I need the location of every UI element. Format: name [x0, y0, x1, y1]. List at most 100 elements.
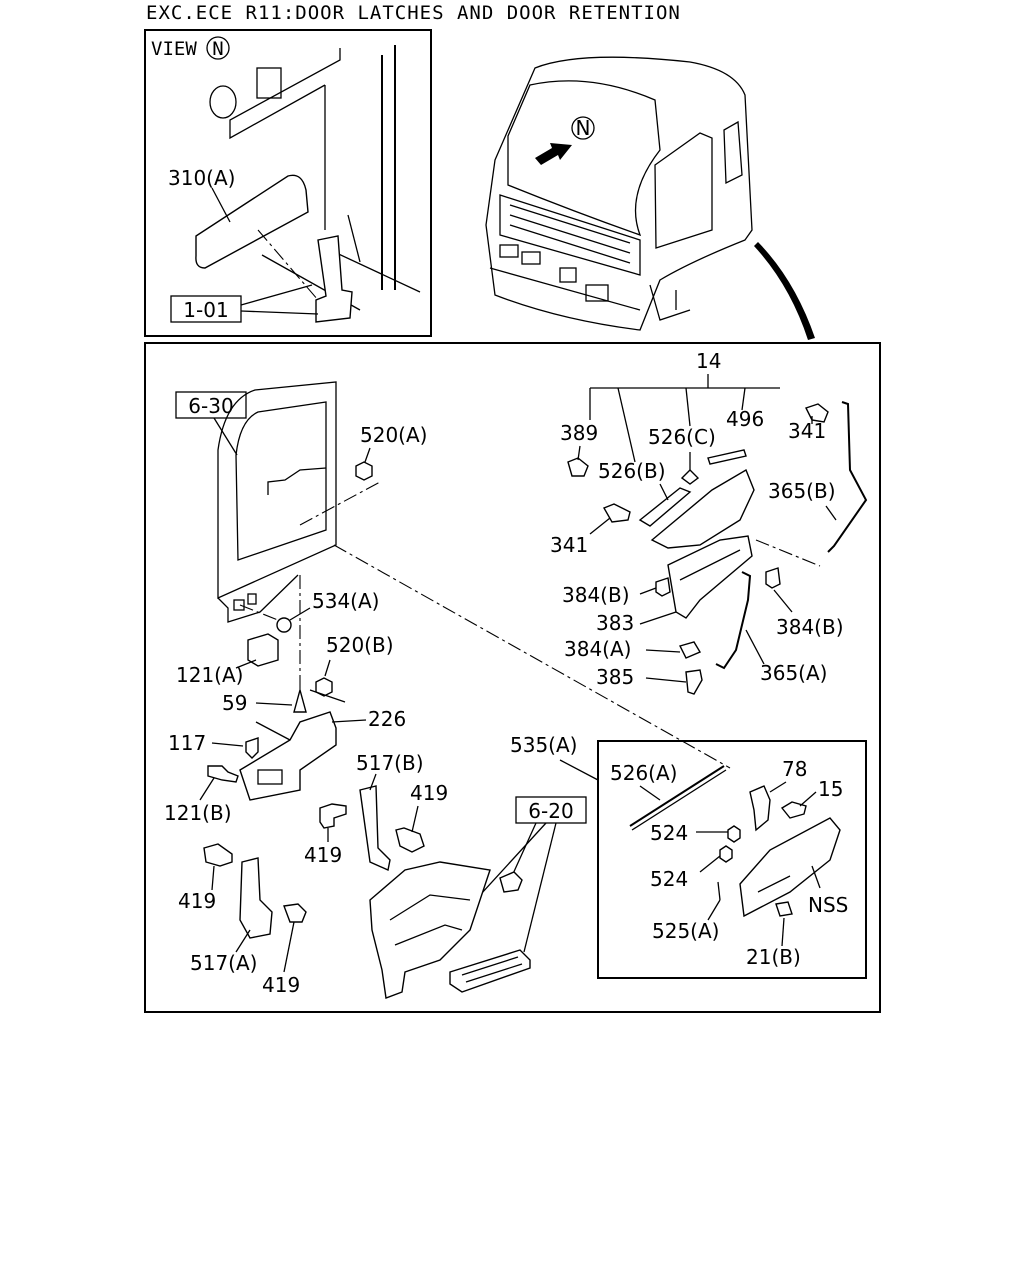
leader-78: [769, 781, 787, 793]
callout-365a: 365(A): [760, 661, 827, 685]
leader-341b: [589, 517, 611, 535]
callout-14: 14: [696, 349, 721, 373]
leader-14-496: [741, 387, 746, 411]
door-panel: [217, 381, 337, 600]
dash-520a: [299, 481, 381, 526]
callout-389: 389: [560, 421, 598, 445]
main-detail-panel: 6-30 520(A) 534(A) 121(A) 520(B) 59: [144, 342, 881, 1013]
ref-1-01: 1-01: [183, 298, 228, 322]
leader-419b: [411, 805, 419, 833]
sill-edge-2: [329, 249, 421, 293]
view-marker-circle: [206, 36, 230, 60]
callout-526b: 526(B): [598, 459, 666, 483]
clip-526c: [680, 469, 700, 485]
nut-524-a: [727, 825, 741, 843]
view-direction-arrow-icon: [535, 143, 572, 165]
leader-526b: [659, 483, 669, 501]
cab-body-outline: [485, 56, 753, 331]
nut-524-b: [719, 845, 733, 863]
step-tread: [449, 949, 531, 993]
door-window-frame: [235, 401, 327, 561]
callout-384b1: 384(B): [562, 583, 630, 607]
leader-6-30: [213, 417, 238, 456]
leader-226: [331, 719, 367, 723]
clip-384b-1: [655, 577, 671, 597]
screw-389: [567, 457, 589, 477]
callout-419a: 419: [304, 843, 342, 867]
subpanel-535a: [597, 740, 867, 979]
door-check-cover: [650, 468, 755, 549]
label-plate-310a: [195, 174, 309, 269]
rod-365a: [715, 571, 752, 670]
callout-524b: 524: [650, 867, 688, 891]
nut-520a: [355, 461, 373, 481]
bracket-78: [749, 785, 771, 832]
striker-dashline: [257, 229, 319, 301]
headlamp-left-1: [499, 244, 519, 258]
leader-384a: [645, 649, 681, 653]
leader-419d: [283, 921, 295, 973]
ref-box-6-30: [175, 391, 247, 419]
bolt-419-d: [283, 903, 307, 923]
leader-121a: [235, 659, 257, 669]
callout-nss: NSS: [808, 893, 848, 917]
ref-6-20: 6-20: [528, 799, 573, 823]
callout-21b: 21(B): [746, 945, 801, 969]
bolt-419-a: [319, 803, 347, 829]
main-panel-frame: [144, 342, 881, 1013]
leader-21b: [781, 917, 785, 947]
bolt-121b: [207, 765, 239, 783]
callout-121a: 121(A): [176, 663, 243, 687]
callout-517a: 517(A): [190, 951, 257, 975]
door-hole: [209, 85, 237, 119]
pad-496: [707, 449, 747, 465]
door-hole-square: [256, 67, 282, 99]
callout-383: 383: [596, 611, 634, 635]
door-lower-edge: [217, 574, 299, 623]
callout-419c: 419: [178, 889, 216, 913]
callout-341a: 341: [788, 419, 826, 443]
windshield: [507, 80, 661, 237]
leader-nss: [811, 865, 821, 889]
step-assembly-6-20: [369, 861, 491, 999]
bolt-419-b: [395, 827, 425, 853]
clip-384b-2: [765, 567, 781, 589]
rod-365b: [827, 401, 868, 553]
dash-365b: [755, 539, 821, 567]
callout-385: 385: [596, 665, 634, 689]
leader-517a: [235, 929, 251, 953]
leader-6-20-a: [511, 822, 537, 877]
leader-15: [799, 791, 817, 807]
leader-520b-to-226: [309, 689, 346, 703]
bracket-517a: [239, 857, 273, 939]
leader-310a: [211, 187, 231, 223]
callout-526a: 526(A): [610, 761, 677, 785]
grille: [499, 194, 641, 276]
leader-14-526c: [685, 387, 691, 427]
leader-385: [645, 677, 687, 683]
callout-520a: 520(A): [360, 423, 427, 447]
pillar-edge: [347, 214, 361, 263]
callout-525a: 525(A): [652, 919, 719, 943]
leader-525a: [707, 899, 721, 921]
dash-door-to-weatherstrip: [333, 544, 731, 769]
screw-385: [685, 669, 703, 695]
ref-box-6-20: [515, 796, 587, 824]
leader-517b: [369, 773, 377, 791]
bolt-534a: [276, 617, 292, 633]
view-panel-frame: [144, 29, 432, 337]
callout-526c: 526(C): [648, 425, 716, 449]
dash-534a: [239, 604, 284, 623]
bracket-517b: [359, 785, 391, 871]
callout-534a: 534(A): [312, 589, 379, 613]
callout-384a: 384(A): [564, 637, 631, 661]
striker-part: [315, 235, 353, 323]
callout-78: 78: [782, 757, 807, 781]
callout-341b: 341: [550, 533, 588, 557]
stud-59: [293, 687, 307, 713]
leader-121b: [199, 777, 215, 801]
callout-226: 226: [368, 707, 406, 731]
step-tread-ribs: [461, 956, 523, 983]
bolt-419-c: [203, 843, 233, 867]
